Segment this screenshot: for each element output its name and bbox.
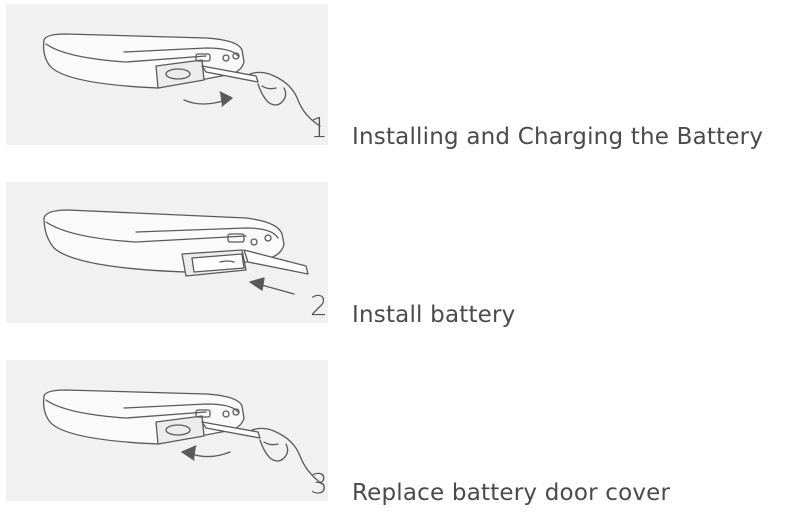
close-battery-door-illustration: [6, 360, 328, 501]
step-2: 2 Install battery: [0, 180, 801, 330]
insert-battery-illustration: [6, 182, 328, 323]
step-title: Replace battery door cover: [352, 480, 671, 506]
step-number: 1: [310, 111, 328, 144]
step-number: 2: [310, 289, 328, 322]
step-title: Install battery: [352, 302, 516, 328]
open-battery-door-illustration: [6, 4, 328, 145]
step-3: 3 Replace battery door cover: [0, 358, 801, 508]
step-number: 3: [310, 467, 328, 500]
step-1: 1 Installing and Charging the Battery: [0, 2, 801, 152]
step-title: Installing and Charging the Battery: [352, 124, 764, 150]
